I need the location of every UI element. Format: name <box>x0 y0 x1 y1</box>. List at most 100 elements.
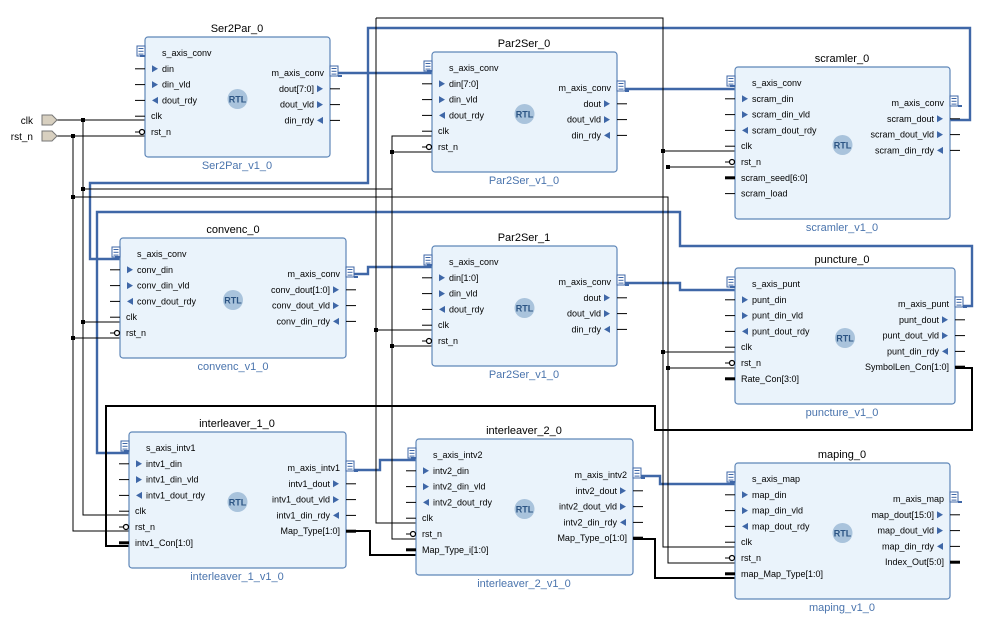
output-port[interactable]: conv_din_rdy <box>276 316 356 326</box>
output-port[interactable]: intv2_din_rdy <box>563 517 643 527</box>
output-port[interactable]: scram_dout <box>887 114 960 124</box>
block-par2ser0[interactable]: Par2Ser_0Par2Ser_v1_0RTLs_axis_convdin[7… <box>422 38 629 187</box>
input-port[interactable]: map_Map_Type[1:0] <box>725 569 823 579</box>
input-port[interactable]: din[1:0] <box>422 273 479 283</box>
input-port[interactable]: intv2_din_vld <box>406 482 486 492</box>
input-port[interactable]: rst_n <box>725 553 761 563</box>
net-clk-interleaver1[interactable] <box>82 322 129 516</box>
output-port[interactable]: din_rdy <box>284 115 340 125</box>
output-port[interactable]: intv1_din_rdy <box>276 510 356 520</box>
block-interleaver2[interactable]: interleaver_2_0interleaver_2_v1_0RTLs_ax… <box>406 425 645 590</box>
input-port[interactable]: rst_n <box>119 522 155 532</box>
input-port[interactable]: scram_din_vld <box>725 110 810 120</box>
input-port[interactable]: clk <box>110 312 137 322</box>
block-interleaver1[interactable]: interleaver_1_0interleaver_1_v1_0RTLs_ax… <box>119 418 358 583</box>
net-clk-convenc[interactable] <box>82 120 120 323</box>
output-port[interactable]: dout_vld <box>280 100 340 110</box>
input-port[interactable]: clk <box>725 537 752 547</box>
block-convenc[interactable]: convenc_0convenc_v1_0RTLs_axis_convconv_… <box>110 224 358 373</box>
net-clk-maping[interactable] <box>662 151 735 548</box>
input-port[interactable]: rst_n <box>406 529 442 539</box>
bus-convenc-to-par2ser1[interactable] <box>346 265 432 276</box>
output-port[interactable]: m_axis_conv <box>558 274 629 287</box>
input-port[interactable]: s_axis_conv <box>136 45 212 58</box>
input-port[interactable]: s_axis_intv2 <box>407 447 483 460</box>
bus-scramler-to-convenc[interactable] <box>88 26 972 261</box>
input-port[interactable]: s_axis_conv <box>726 75 802 88</box>
input-port[interactable]: din[7:0] <box>422 79 479 89</box>
net-clk-scramler[interactable] <box>376 17 735 152</box>
output-port[interactable]: map_dout[15:0] <box>871 510 960 520</box>
input-port[interactable]: s_axis_conv <box>423 254 499 267</box>
net-rstn-maping[interactable] <box>667 368 735 564</box>
input-port[interactable]: scram_seed[6:0] <box>725 173 808 183</box>
input-port[interactable]: clk <box>725 141 752 151</box>
bus-par2ser1-to-puncture[interactable] <box>617 281 735 292</box>
output-port[interactable]: Index_Out[5:0] <box>885 557 960 567</box>
output-port[interactable]: punt_dout_vld <box>882 331 965 341</box>
input-port[interactable]: clk <box>422 320 449 330</box>
net-maptype-o-to-maping[interactable] <box>633 538 735 579</box>
input-port[interactable]: clk <box>725 342 752 352</box>
output-port[interactable]: din_rdy <box>571 324 627 334</box>
input-port[interactable]: intv2_dout_rdy <box>406 497 493 507</box>
input-port[interactable]: map_din_vld <box>725 506 803 516</box>
output-port[interactable]: dout_vld <box>567 309 627 319</box>
output-port[interactable]: intv2_dout_vld <box>559 502 643 512</box>
output-port[interactable]: conv_dout_vld <box>272 301 356 311</box>
input-port[interactable]: rst_n <box>725 157 761 167</box>
input-port[interactable]: intv2_din <box>406 466 469 476</box>
bus-puncture-to-interleaver1[interactable] <box>95 210 974 455</box>
input-port[interactable]: map_dout_rdy <box>725 521 810 531</box>
input-port[interactable]: din <box>135 64 174 74</box>
output-port[interactable]: map_din_rdy <box>882 541 960 551</box>
input-port[interactable]: dout_rdy <box>135 95 198 105</box>
output-port[interactable]: m_axis_punt <box>898 296 967 309</box>
block-scramler[interactable]: scramler_0scramler_v1_0RTLs_axis_convscr… <box>725 53 962 234</box>
net-maptype-to-interleaver2[interactable] <box>346 530 416 556</box>
input-port[interactable]: clk <box>422 126 449 136</box>
input-port[interactable]: rst_n <box>422 336 458 346</box>
input-port[interactable]: punt_din_vld <box>725 311 803 321</box>
input-port[interactable]: din_vld <box>422 289 478 299</box>
net-symbollen-to-intv1con[interactable] <box>105 367 973 547</box>
input-port[interactable]: rst_n <box>725 358 761 368</box>
output-port[interactable]: m_axis_conv <box>558 80 629 93</box>
output-port[interactable]: m_axis_conv <box>271 65 342 78</box>
output-port[interactable]: intv2_dout <box>575 486 643 496</box>
output-port[interactable]: dout <box>583 99 627 109</box>
input-port[interactable]: rst_n <box>110 328 146 338</box>
output-port[interactable]: intv1_dout_vld <box>272 495 356 505</box>
external-port-rst-n[interactable]: rst_n <box>11 130 58 143</box>
output-port[interactable]: m_axis_map <box>893 491 962 504</box>
block-puncture[interactable]: puncture_0puncture_v1_0RTLs_axis_puntpun… <box>725 254 967 419</box>
input-port[interactable]: rst_n <box>135 127 171 137</box>
output-port[interactable]: punt_din_rdy <box>887 346 965 356</box>
input-port[interactable]: din_vld <box>422 95 478 105</box>
output-port[interactable]: m_axis_conv <box>891 95 962 108</box>
block-ser2par[interactable]: Ser2Par_0Ser2Par_v1_0RTLs_axis_convdindi… <box>135 23 342 172</box>
input-port[interactable]: scram_din <box>725 94 794 104</box>
input-port[interactable]: conv_dout_rdy <box>110 296 197 306</box>
input-port[interactable]: map_din <box>725 490 787 500</box>
input-port[interactable]: clk <box>119 506 146 516</box>
input-port[interactable]: dout_rdy <box>422 304 485 314</box>
input-port[interactable]: clk <box>406 513 433 523</box>
output-port[interactable]: dout <box>583 293 627 303</box>
input-port[interactable]: s_axis_intv1 <box>120 440 196 453</box>
output-port[interactable]: scram_din_rdy <box>875 145 960 155</box>
output-port[interactable]: dout[7:0] <box>279 84 340 94</box>
net-rstn-bus[interactable] <box>73 196 735 369</box>
input-port[interactable]: punt_din <box>725 295 787 305</box>
input-port[interactable]: conv_din_vld <box>110 281 190 291</box>
block-maping[interactable]: maping_0maping_v1_0RTLs_axis_mapmap_dinm… <box>725 449 962 614</box>
input-port[interactable]: scram_dout_rdy <box>725 125 817 135</box>
bus-interleaver1-to-interleaver2[interactable] <box>346 458 416 472</box>
external-port-clk[interactable]: clk <box>21 114 58 127</box>
output-port[interactable]: Map_Type_o[1:0] <box>557 533 643 543</box>
input-port[interactable]: Map_Type_i[1:0] <box>406 545 489 555</box>
output-port[interactable]: conv_dout[1:0] <box>271 285 356 295</box>
block-par2ser1[interactable]: Par2Ser_1Par2Ser_v1_0RTLs_axis_convdin[1… <box>422 232 629 381</box>
net-clk-interleaver2[interactable] <box>375 18 416 524</box>
input-port[interactable]: intv1_Con[1:0] <box>119 538 193 548</box>
